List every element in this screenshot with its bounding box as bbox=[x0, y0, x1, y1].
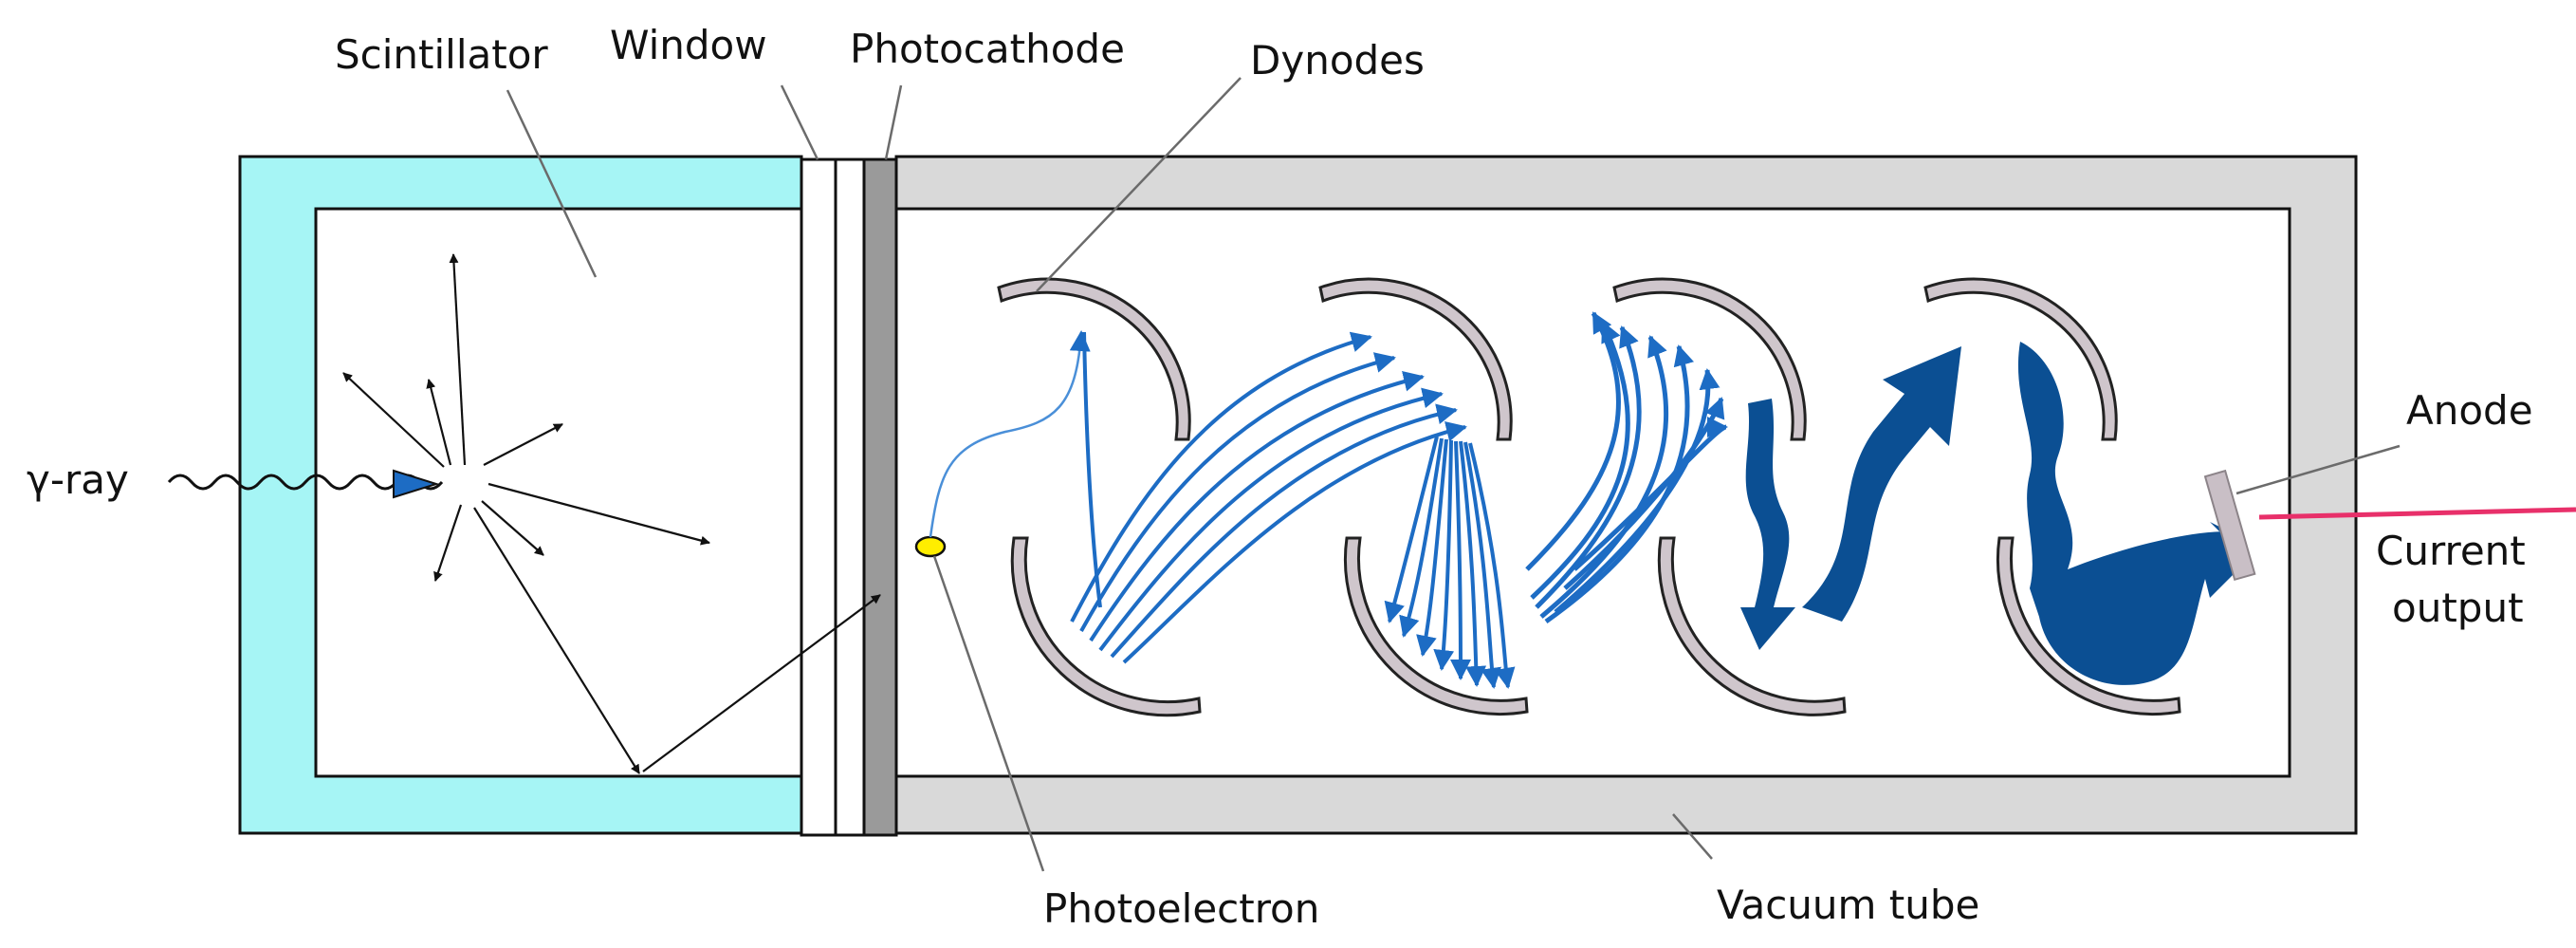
scintillator-crystal bbox=[314, 207, 803, 778]
dynode-6 bbox=[1657, 536, 1847, 716]
dynode-2 bbox=[1010, 536, 1202, 717]
dynode-4 bbox=[1343, 536, 1529, 716]
window bbox=[800, 158, 866, 837]
dynode-8 bbox=[1996, 536, 2181, 716]
leader-lines bbox=[506, 77, 2401, 872]
label-photoelectron: Photoelectron bbox=[1043, 885, 1319, 932]
vacuum-tube bbox=[894, 155, 2358, 835]
photoelectron-path bbox=[929, 330, 1091, 538]
electron-trails bbox=[929, 311, 2248, 689]
electron-bundle-7-8 bbox=[2017, 342, 2248, 685]
dynodes bbox=[997, 277, 2181, 717]
label-gamma-ray: γ-ray bbox=[27, 456, 129, 503]
label-vacuum-tube: Vacuum tube bbox=[1717, 882, 1979, 928]
label-anode: Anode bbox=[2406, 387, 2533, 434]
gamma-ray-arrowhead bbox=[393, 469, 440, 499]
label-dynodes: Dynodes bbox=[1250, 37, 1425, 84]
dynode-7 bbox=[1923, 277, 2118, 441]
dynode-1 bbox=[997, 277, 1191, 441]
scintillator-housing bbox=[238, 155, 803, 835]
anode bbox=[2203, 469, 2256, 582]
photocathode bbox=[862, 158, 898, 837]
photoelectron-dot bbox=[914, 535, 947, 558]
text-labels: Scintillator Window Photocathode Dynodes… bbox=[27, 22, 2533, 932]
scintillation-light-rays bbox=[342, 253, 881, 774]
label-current-output-line2: output bbox=[2392, 585, 2524, 631]
label-window: Window bbox=[610, 22, 767, 68]
label-current-output-line1: Current bbox=[2376, 528, 2526, 574]
dynode-5 bbox=[1612, 277, 1807, 441]
dynode-3 bbox=[1318, 277, 1513, 441]
electron-bundle-5-6 bbox=[1740, 399, 1795, 650]
label-photocathode: Photocathode bbox=[850, 26, 1125, 72]
electron-bundle-6-7 bbox=[1802, 346, 1961, 622]
gamma-ray bbox=[167, 469, 444, 499]
current-output-line bbox=[2258, 507, 2576, 520]
label-scintillator: Scintillator bbox=[335, 31, 548, 78]
